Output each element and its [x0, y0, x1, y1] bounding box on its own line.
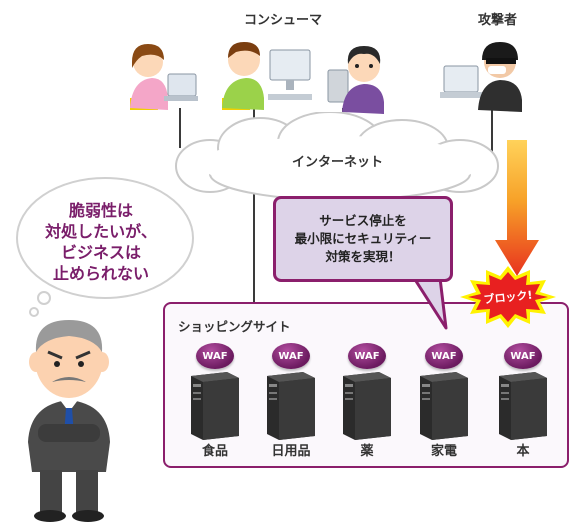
line-attacker [491, 108, 493, 153]
server-icon [267, 372, 315, 440]
attack-arrow-icon [495, 140, 539, 276]
consumer-boy-figure [327, 46, 384, 114]
site-title: ショッピングサイト [178, 319, 291, 334]
bubble-line-3: 対策を実現！ [325, 249, 401, 264]
internet-cloud [175, 112, 499, 201]
attacker-figure [440, 42, 522, 112]
thought-line-3: ビジネスは [60, 243, 141, 262]
waf-badge: WAF [425, 343, 463, 369]
server-icon [343, 372, 391, 440]
bubble-line-1: サービス停止を [319, 213, 407, 228]
attacker-label: 攻撃者 [478, 13, 518, 28]
server-icon [420, 372, 468, 440]
speech-bubble: サービス停止を 最小限にセキュリティー 対策を実現！ [273, 196, 453, 282]
line-user1 [179, 108, 181, 148]
server-icon [191, 372, 239, 440]
consumer-woman-figure [130, 44, 198, 110]
server-icon [499, 372, 547, 440]
waf-badge: WAF [272, 343, 310, 369]
thought-line-2: 対処したいが、 [45, 222, 157, 241]
thought-line-1: 脆弱性は [68, 201, 133, 220]
waf-badge: WAF [196, 343, 234, 369]
bubble-line-2: 最小限にセキュリティー [294, 231, 432, 246]
businessman-figure [28, 320, 110, 522]
waf-badge: WAF [504, 343, 542, 369]
line-internet-to-site [253, 192, 255, 304]
thought-text: 脆弱性は 対処したいが、 ビジネスは 止められない [12, 178, 190, 306]
consumer-man-figure [222, 42, 312, 110]
thought-line-4: 止められない [52, 264, 149, 283]
server-label: 食品 [201, 444, 228, 459]
server-label: 日用品 [271, 444, 311, 459]
server-label: 家電 [430, 444, 457, 459]
internet-label: インターネット [292, 155, 384, 170]
waf-badge: WAF [348, 343, 386, 369]
server-label: 本 [516, 444, 530, 459]
speech-bubble-tail [412, 278, 448, 330]
server-label: 薬 [360, 444, 374, 459]
block-badge [460, 266, 556, 328]
consumer-label: コンシューマ [244, 13, 323, 28]
thought-cloud [16, 177, 194, 317]
